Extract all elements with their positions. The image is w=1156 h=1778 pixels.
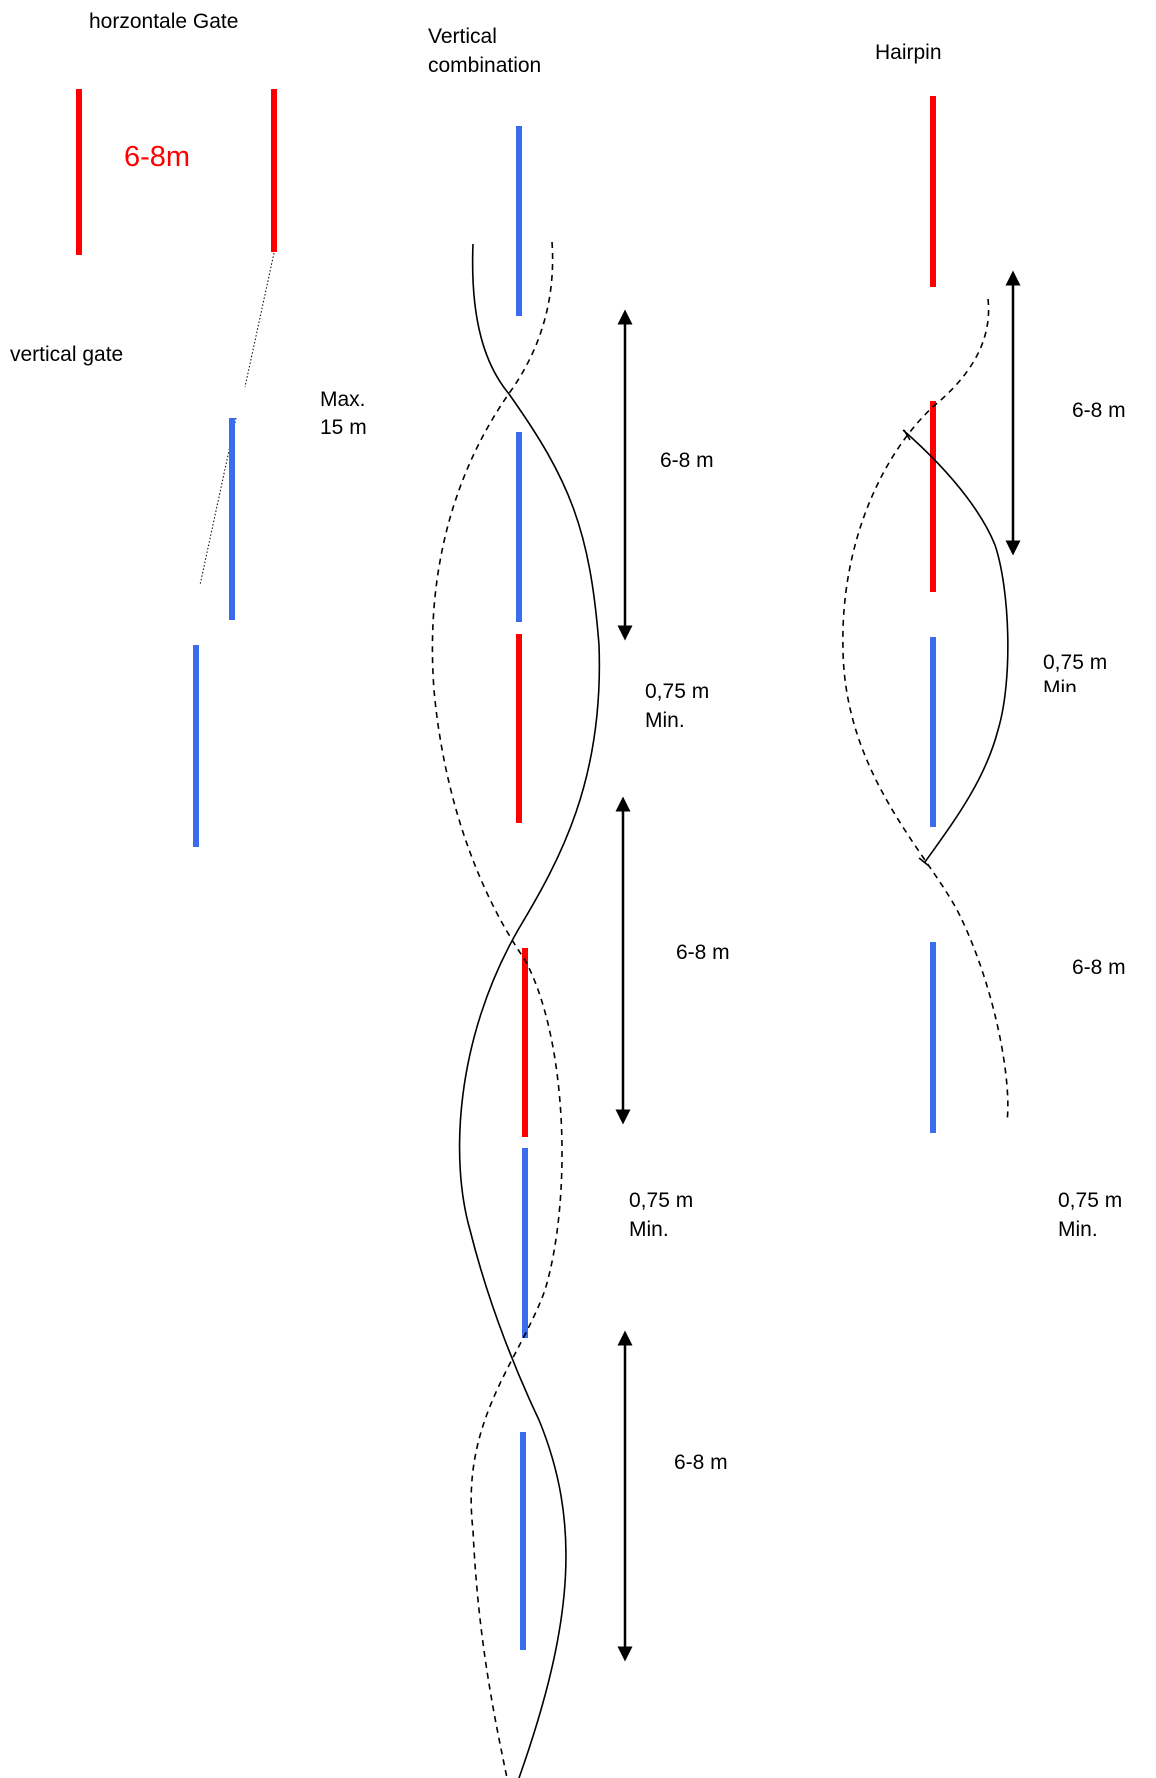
dotted-connector-1	[244, 252, 275, 388]
label-max-line2: 15 m	[320, 416, 367, 439]
label-hp-min-2-line2: Min.	[1058, 1218, 1098, 1241]
title-vertical-gate: vertical gate	[10, 343, 124, 366]
vc-dashed-path	[431, 241, 563, 1778]
label-vc-distance-3: 6-8 m	[674, 1451, 728, 1474]
title-horizontal-gate: horzontale Gate	[89, 10, 239, 33]
hp-dashed-path	[842, 298, 1009, 1123]
label-hp-min-1-line1: 0,75 m	[1043, 651, 1108, 674]
label-vc-min-1-line1: 0,75 m	[645, 680, 710, 703]
label-horizontal-width: 6-8m	[124, 141, 191, 173]
label-hp-min-1-line2: Min.	[1043, 677, 1083, 692]
label-max-line1: Max.	[320, 388, 366, 411]
label-hp-min-2-line1: 0,75 m	[1058, 1189, 1123, 1212]
label-vc-distance-1: 6-8 m	[660, 449, 714, 472]
title-vertical-combination-line2: combination	[428, 54, 542, 77]
label-hp-min-1: 0,75 m Min.	[1043, 650, 1153, 692]
label-vc-min-2-line2: Min.	[629, 1218, 669, 1241]
hp-solid-tick-top	[903, 429, 911, 441]
vc-solid-path	[458, 243, 601, 1778]
label-hp-distance-2: 6-8 m	[1072, 956, 1126, 979]
title-vertical-combination-line1: Vertical	[428, 25, 497, 48]
label-vc-min-1-line2: Min.	[645, 709, 685, 732]
label-hp-distance-1: 6-8 m	[1072, 399, 1126, 422]
hp-solid-path	[902, 429, 1009, 863]
title-hairpin: Hairpin	[875, 41, 942, 64]
label-vc-distance-2: 6-8 m	[676, 941, 730, 964]
label-vc-min-2-line1: 0,75 m	[629, 1189, 694, 1212]
